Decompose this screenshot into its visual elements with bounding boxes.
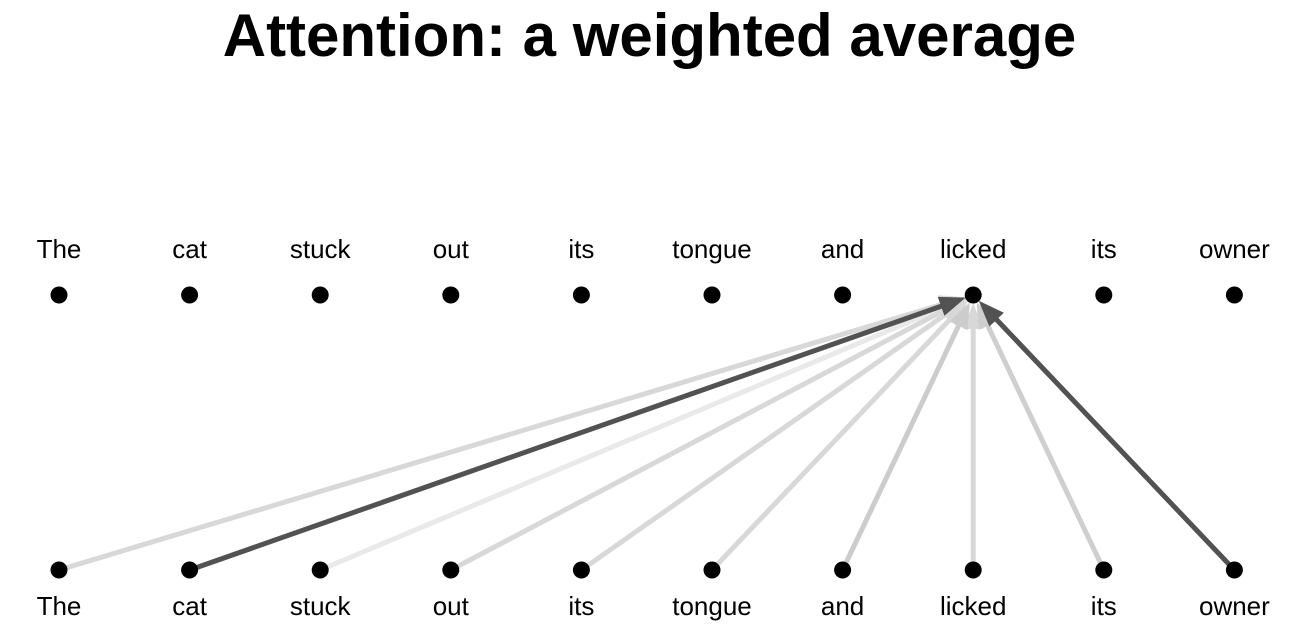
attention-arrow-out-3 (448, 298, 967, 573)
attention-arrow-the-0 (56, 295, 966, 573)
bottom-token-label: cat (172, 591, 207, 621)
bottom-token-dot (50, 561, 68, 579)
bottom-token-label: licked (940, 591, 1006, 621)
attention-arrow-cat-1 (187, 296, 966, 573)
bottom-token-label: owner (1199, 591, 1270, 621)
top-token-row: The cat stuck out its tongue and licked its owner (37, 234, 1270, 304)
attention-arrow-its-8 (976, 302, 1107, 573)
top-token-label: out (433, 234, 470, 264)
top-token-label: stuck (290, 234, 352, 264)
bottom-token-dot (964, 561, 982, 579)
top-token-dot (442, 286, 460, 304)
bottom-token-label: out (433, 591, 470, 621)
top-token-label: and (821, 234, 864, 264)
bottom-token-label: and (821, 591, 864, 621)
bottom-token-dot (572, 561, 590, 579)
bottom-token-label: its (1091, 591, 1117, 621)
top-token-dot (834, 286, 852, 304)
bottom-token-dot (703, 561, 721, 579)
attention-arrow-and-6 (840, 302, 970, 573)
top-token-dot (572, 286, 590, 304)
bottom-token-dot (1095, 561, 1113, 579)
top-token-label: its (1091, 234, 1117, 264)
attention-arrows (56, 295, 1237, 573)
top-token-dot (703, 286, 721, 304)
attention-arrow-owner-9 (978, 300, 1237, 573)
top-token-dot (311, 286, 329, 304)
bottom-token-row: The cat stuck out its tongue and licked its owner (37, 561, 1270, 621)
attention-arrow-licked-7 (963, 303, 984, 573)
bottom-token-dot (1225, 561, 1243, 579)
diagram-title: Attention: a weighted average (222, 2, 1077, 69)
bottom-token-label: tongue (672, 591, 752, 621)
bottom-token-label: its (568, 591, 594, 621)
bottom-token-dot (834, 561, 852, 579)
top-token-label: its (568, 234, 594, 264)
bottom-token-label: stuck (290, 591, 352, 621)
top-token-label: The (37, 234, 82, 264)
top-token-dot (50, 286, 68, 304)
bottom-token-dot (311, 561, 329, 579)
top-token-label: licked (940, 234, 1006, 264)
top-token-label: tongue (672, 234, 752, 264)
top-token-dot (1095, 286, 1113, 304)
attention-arrow-tongue-5 (709, 300, 968, 573)
top-token-label: cat (172, 234, 207, 264)
bottom-token-dot (442, 561, 460, 579)
top-token-dot (964, 286, 982, 304)
top-token-dot (181, 286, 199, 304)
bottom-token-label: The (37, 591, 82, 621)
top-token-label: owner (1199, 234, 1270, 264)
top-token-dot (1225, 286, 1243, 304)
bottom-token-dot (181, 561, 199, 579)
